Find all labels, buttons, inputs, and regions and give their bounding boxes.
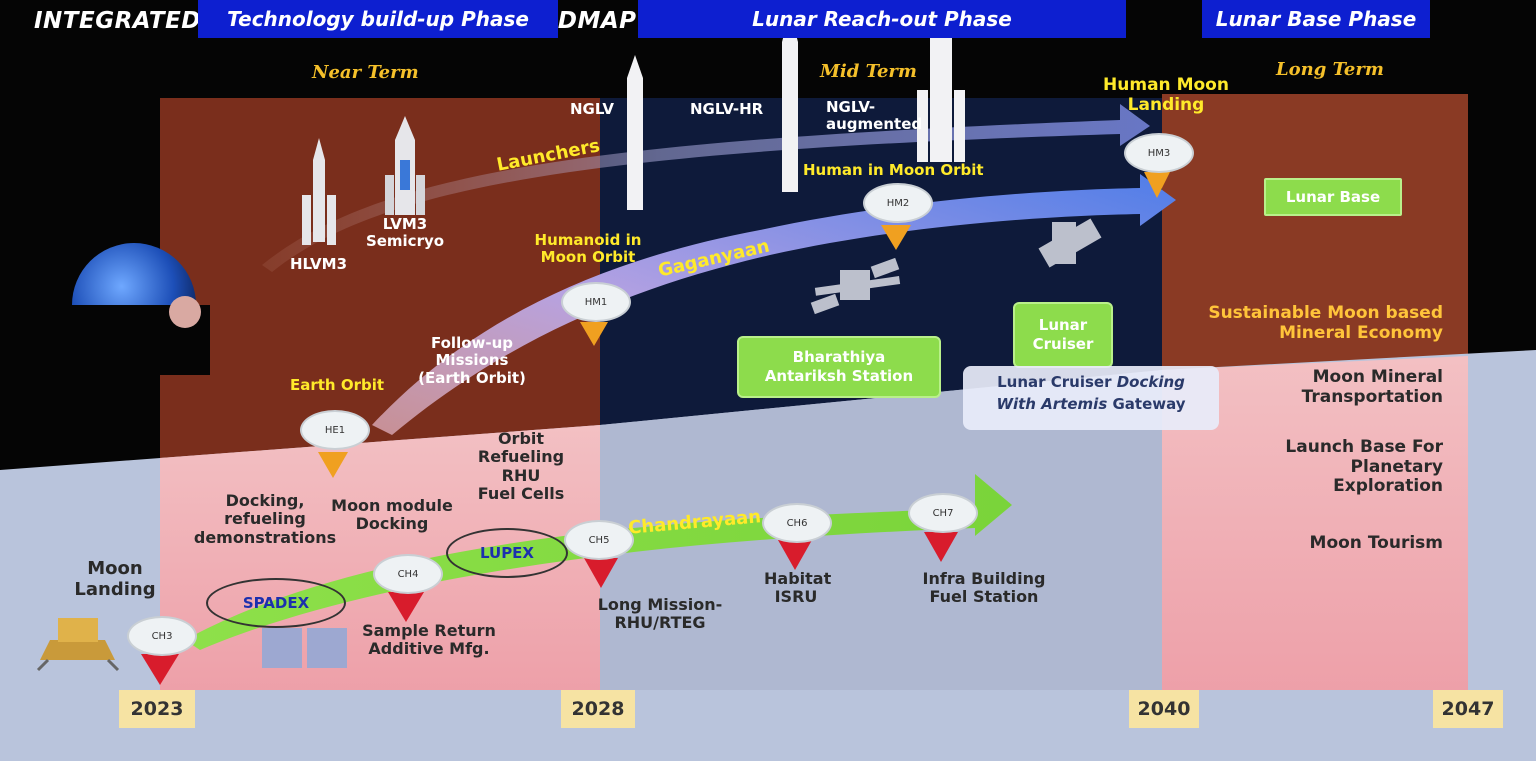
lunar-gateway-icon (1038, 218, 1102, 268)
mid-term-label: Mid Term (820, 61, 917, 82)
ch4-marker (388, 592, 424, 622)
lunar-base-box: Lunar Base (1264, 178, 1402, 216)
ch7-node: CH7 (908, 493, 978, 533)
near-term-label: Near Term (312, 62, 419, 83)
lvm3-semicryo-rocket-icon (385, 116, 425, 215)
ch4-node: CH4 (373, 554, 443, 594)
ch5-marker (584, 558, 618, 588)
long-term-label: Long Term (1276, 59, 1384, 80)
hm1-node: HM1 (561, 282, 631, 322)
technology-buildup-phase: Technology build-up Phase (198, 0, 558, 38)
ch3-marker (141, 654, 179, 685)
ch6-node: CH6 (762, 503, 832, 543)
nglv-rocket-icon (627, 55, 643, 210)
year-2028: 2028 (561, 690, 635, 728)
year-2047: 2047 (1433, 690, 1503, 728)
hm2-marker (881, 225, 911, 250)
chandrayaan-lander-icon (36, 618, 120, 672)
hm3-node: HM3 (1124, 133, 1194, 173)
lunar-reachout-phase: Lunar Reach-out Phase (638, 0, 1126, 38)
nglv-hr-rocket-icon (782, 12, 798, 192)
moon-tourism-label: Moon Tourism (1309, 533, 1443, 553)
ch6-marker (778, 540, 812, 570)
earth-orbit-label: Earth Orbit (290, 376, 385, 394)
hm2-node: HM2 (863, 183, 933, 223)
lupex-mission: LUPEX (446, 528, 568, 578)
long-mission-label: Long Mission-RHU/RTEG (597, 595, 723, 633)
ch3-node: CH3 (127, 616, 197, 656)
spadex-spacecraft-icon (262, 628, 347, 668)
year-2023: 2023 (119, 690, 195, 728)
he1-node: HE1 (300, 410, 370, 450)
nglv-augmented-label: NGLV-augmented (826, 98, 923, 134)
bharathiya-antariksh-station-icon (810, 257, 901, 315)
ch5-node: CH5 (564, 520, 634, 560)
he1-marker (318, 452, 348, 478)
human-moon-orbit-label: Human in Moon Orbit (803, 161, 984, 179)
hm1-marker (580, 322, 608, 346)
long-term-surface (1162, 356, 1468, 690)
hm3-marker (1144, 172, 1170, 198)
year-2040: 2040 (1129, 690, 1199, 728)
ch7-marker (924, 532, 958, 562)
hlvm3-rocket-icon (302, 138, 336, 245)
spadex-mission: SPADEX (206, 578, 346, 628)
nglv-label: NGLV (570, 100, 614, 118)
earth-icon (60, 243, 210, 375)
nglv-hr-label: NGLV-HR (690, 100, 764, 118)
lunar-cruiser-docking-box: Lunar Cruiser Docking With Artemis Gatew… (963, 366, 1219, 430)
gaganyaan-arrow (372, 174, 1176, 435)
hlvm3-label: HLVM3 (290, 255, 348, 273)
lunar-base-phase: Lunar Base Phase (1202, 0, 1430, 38)
launchers-arrow (262, 104, 1150, 272)
